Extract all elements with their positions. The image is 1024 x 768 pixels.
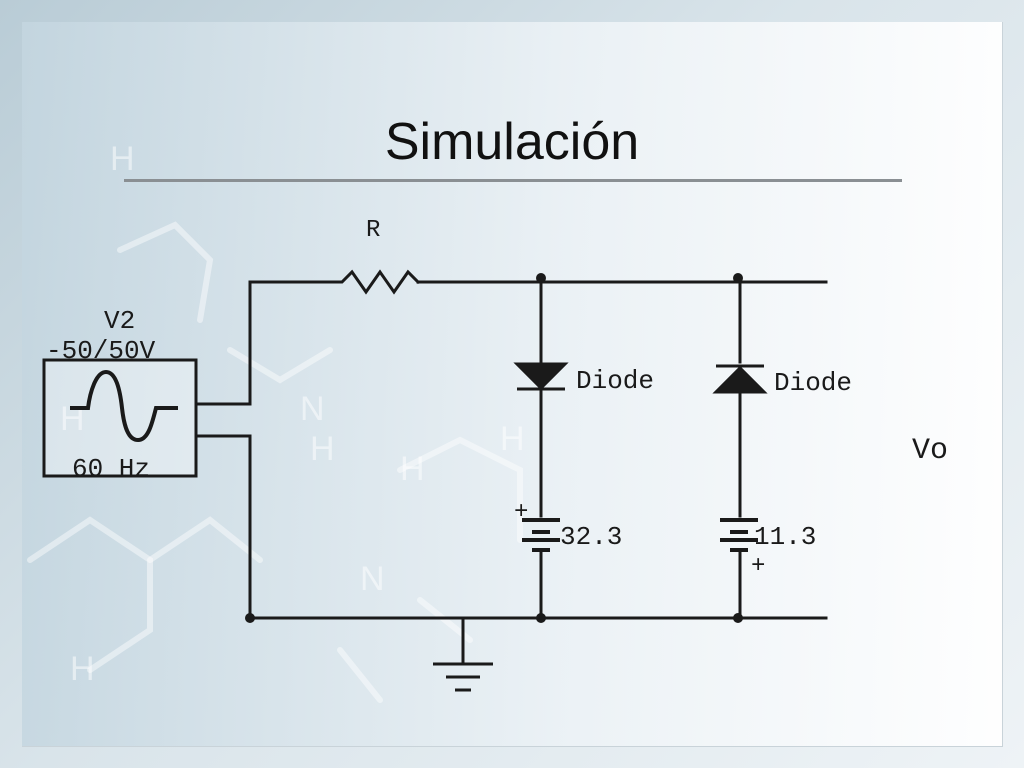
- source-name: V2: [104, 306, 135, 336]
- title-underline: [124, 179, 902, 182]
- junction-dot: [245, 613, 255, 623]
- battery-1-value: 32.3: [560, 522, 622, 552]
- diode-1: [513, 362, 569, 391]
- junction-dot: [733, 273, 743, 283]
- slide-panel: [22, 22, 1003, 747]
- resistor-label: R: [366, 217, 380, 244]
- resistor-zigzag: [322, 269, 421, 295]
- junction-dot: [733, 613, 743, 623]
- battery-2-polarity: +: [751, 553, 765, 580]
- ac-source: [42, 358, 198, 478]
- diode-1-triangle: [513, 362, 569, 391]
- diode-2: [712, 364, 768, 394]
- ground-icon: [433, 662, 493, 692]
- output-label: Vo: [912, 434, 948, 468]
- battery-1: [522, 518, 560, 552]
- wire-top-left: [248, 280, 326, 406]
- battery-2-value: 11.3: [754, 522, 816, 552]
- source-amplitude: -50/50V: [46, 336, 156, 366]
- battery-2: [720, 518, 758, 552]
- sine-wave-icon: [70, 369, 178, 443]
- diode-1-label: Diode: [576, 366, 654, 396]
- source-frequency: 60 Hz: [72, 454, 150, 484]
- diode-2-label: Diode: [774, 368, 852, 398]
- ac-source-box: [42, 358, 198, 478]
- junction-dot: [536, 613, 546, 623]
- battery-1-polarity: +: [514, 499, 528, 526]
- junction-dot: [536, 273, 546, 283]
- wire-source-bottom: [196, 434, 252, 620]
- diode-2-triangle: [712, 365, 768, 394]
- junction-dots: [245, 273, 743, 623]
- page-title: Simulación: [384, 113, 640, 171]
